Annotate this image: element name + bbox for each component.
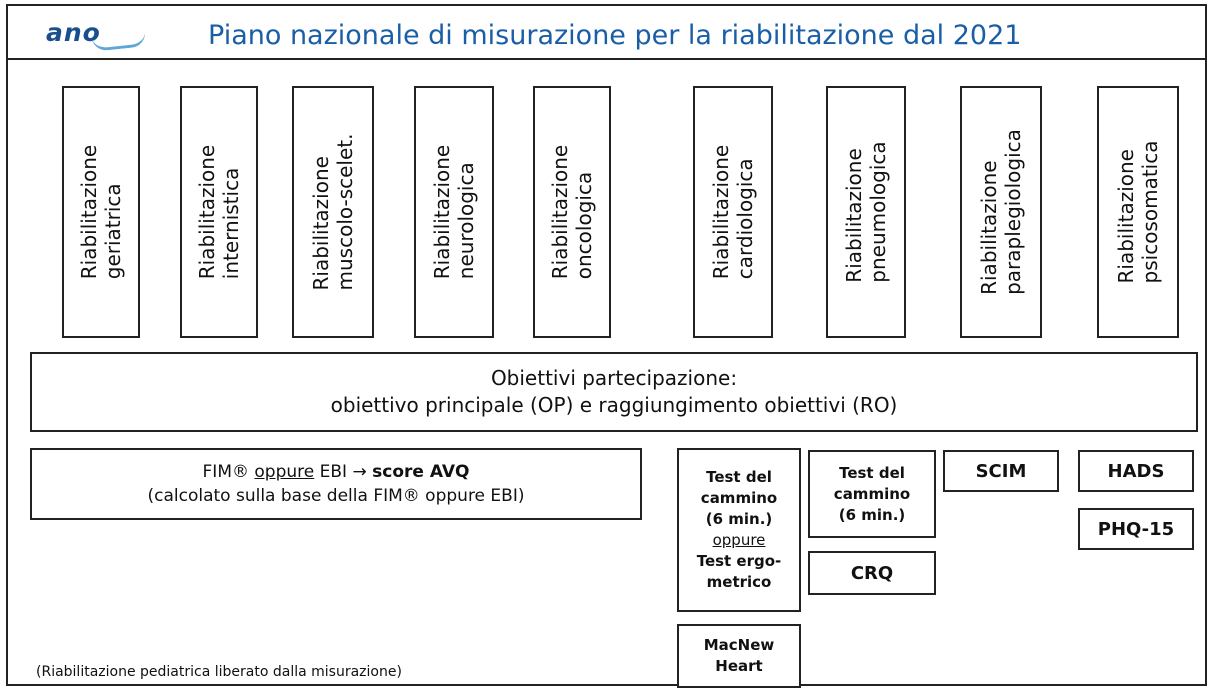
fim-line2: (calcolato sulla base della FIM® oppure … (147, 486, 525, 506)
participation-subtitle: obiettivo principale (OP) e raggiungimen… (330, 393, 898, 417)
fim-line1: FIM® oppure EBI → score AVQ (202, 462, 470, 482)
hads-box: HADS (1078, 450, 1194, 492)
fim-ebi-box: FIM® oppure EBI → score AVQ (calcolato s… (30, 448, 642, 520)
participation-goals-box: Obiettivi partecipazione: obiettivo prin… (30, 352, 1198, 432)
cardio-walk-test-box: Test del cammino (6 min.) oppure Test er… (677, 448, 801, 612)
macnew-heart-box: MacNew Heart (677, 624, 801, 688)
pneumo-walk-test-box: Test del cammino (6 min.) (808, 450, 936, 538)
anq-logo: ano (46, 18, 101, 47)
participation-title: Obiettivi partecipazione: (490, 366, 738, 390)
phq15-box: PHQ-15 (1078, 508, 1194, 550)
footnote: (Riabilitazione pediatrica liberato dall… (36, 664, 402, 680)
scim-box: SCIM (943, 450, 1059, 492)
crq-box: CRQ (808, 551, 936, 595)
slide-frame (6, 4, 1207, 686)
page-title: Piano nazionale di misurazione per la ri… (208, 20, 1022, 51)
header: ano Piano nazionale di misurazione per l… (8, 6, 1205, 60)
